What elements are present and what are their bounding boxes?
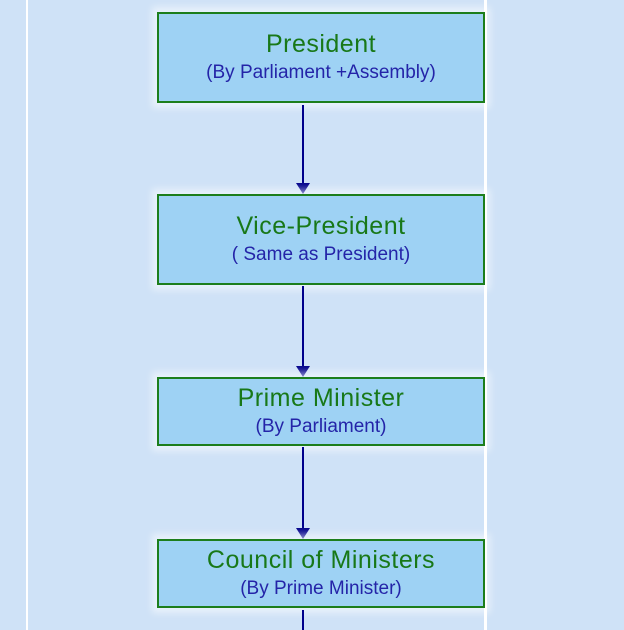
node-title: Council of Ministers [206, 546, 436, 575]
connector-arrow-1 [296, 105, 310, 194]
arrowhead-down-icon [296, 183, 310, 194]
connector-line-bottom [302, 610, 304, 630]
node-vice-president: Vice-President ( Same as President) [157, 194, 485, 285]
node-prime-minister: Prime Minister (By Parliament) [157, 377, 485, 446]
arrow-shaft [302, 105, 304, 185]
node-title: President [265, 30, 377, 59]
connector-arrow-2 [296, 286, 310, 377]
arrow-shaft [302, 447, 304, 530]
white-divider-right [484, 0, 487, 630]
node-subtitle: (By Parliament +Assembly) [206, 62, 436, 84]
connector-arrow-3 [296, 447, 310, 539]
node-council-of-ministers: Council of Ministers (By Prime Minister) [157, 539, 485, 608]
arrowhead-down-icon [296, 528, 310, 539]
node-title: Vice-President [236, 212, 406, 241]
node-subtitle: ( Same as President) [231, 244, 411, 266]
white-divider-left [26, 0, 28, 630]
node-title: Prime Minister [237, 384, 405, 413]
node-president: President (By Parliament +Assembly) [157, 12, 485, 103]
arrow-shaft [302, 286, 304, 368]
node-subtitle: (By Prime Minister) [240, 578, 402, 600]
arrowhead-down-icon [296, 366, 310, 377]
node-subtitle: (By Parliament) [255, 416, 387, 438]
